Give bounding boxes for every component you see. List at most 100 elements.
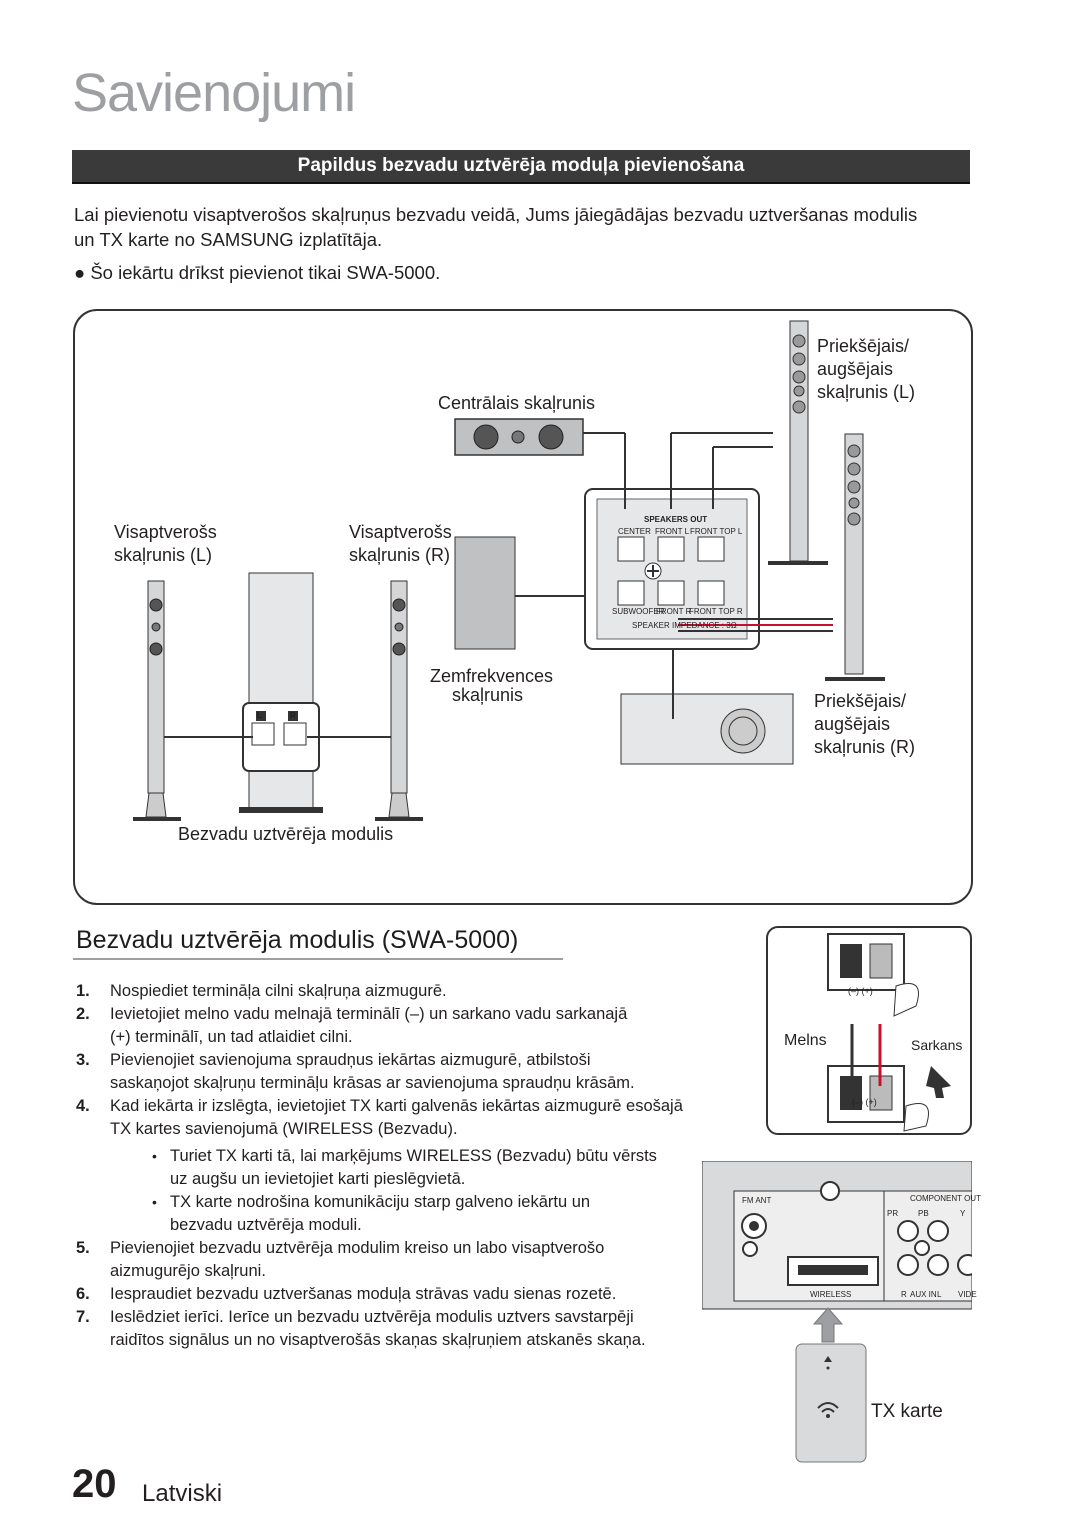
step-4-sub-bullets: • Turiet TX karti tā, lai marķējums WIREL… <box>110 1145 716 1237</box>
intro-line-2: un TX karte no SAMSUNG izplatītāja. <box>74 229 383 250</box>
step-number: 1. <box>76 982 90 1000</box>
step-number: 2. <box>76 1005 90 1023</box>
step-text: Nospiediet termināļa cilni skaļruņa aizm… <box>110 982 447 1000</box>
step-text: raidītos signālus un no visaptverošās sk… <box>110 1331 646 1349</box>
step-7: 7. Ieslēdziet ierīci. Ierīce un bezvadu u… <box>76 1306 716 1352</box>
terminal-illustration <box>827 933 951 1132</box>
y-label: Y <box>960 1209 966 1218</box>
tx-card-label: TX karte <box>871 1401 943 1422</box>
wireless-slot-label: WIRELESS <box>810 1290 852 1299</box>
front-top-right-label-1: Priekšējais/ <box>814 691 907 711</box>
sub-bullet-text: TX karte nodrošina komunikāciju starp ga… <box>170 1193 591 1211</box>
panel-subwoofer-label: SUBWOOFER <box>612 607 665 616</box>
step-text: Ievietojiet melno vadu melnajā terminālī… <box>110 1005 628 1023</box>
terminal-polarity-top: (–) (+) <box>848 986 873 996</box>
heading-underline <box>73 958 563 960</box>
component-out-label: COMPONENT OUT <box>910 1194 981 1203</box>
intro-bullet: ● Šo iekārtu drīkst pievienot tikai SWA-… <box>74 262 441 283</box>
wireless-receiver-module-icon <box>239 572 323 813</box>
intro-line-1: Lai pievienotu visaptverošos skaļruņus b… <box>74 204 918 225</box>
step-1: 1. Nospiediet termināļa cilni skaļruņa ai… <box>76 980 716 1003</box>
module-r-label: R <box>290 711 296 720</box>
step-number: 6. <box>76 1285 90 1303</box>
front-top-left-label-1: Priekšējais/ <box>817 336 910 356</box>
surround-left-speaker-icon <box>133 580 181 821</box>
step-text: TX kartes savienojumā (WIRELESS (Bezvadu… <box>110 1120 458 1138</box>
front-top-right-speaker-icon <box>825 433 885 681</box>
video-label: VIDE <box>958 1290 977 1299</box>
step-text: Kad iekārta ir izslēgta, ievietojiet TX … <box>110 1097 683 1115</box>
step-number: 7. <box>76 1308 90 1326</box>
step-text: Ieslēdziet ierīci. Ierīce un bezvadu uzt… <box>110 1308 634 1326</box>
step-text: (+) terminālī, un tad atlaidiet cilni. <box>110 1028 353 1046</box>
page-number: 20 <box>72 1462 117 1506</box>
connection-diagram <box>73 309 973 905</box>
step-number: 4. <box>76 1097 90 1115</box>
step-5: 5. Pievienojiet bezvadu uztvērēja modulim… <box>76 1237 716 1283</box>
aux-in-label: AUX IN <box>910 1290 937 1299</box>
diagram-illustration <box>133 320 885 821</box>
panel-front-top-l-label: FRONT TOP L <box>690 527 743 536</box>
module-l-label: L <box>257 711 262 720</box>
speaker-wires <box>515 432 833 719</box>
page-title: Savienojumi <box>72 63 356 123</box>
bullet-symbol: • <box>152 1194 157 1210</box>
subwoofer-label-2: skaļrunis <box>452 685 524 705</box>
step-number: 3. <box>76 1051 90 1069</box>
fm-ant-label: FM ANT <box>742 1196 772 1205</box>
terminal-polarity-bottom: (–) (+) <box>852 1097 877 1107</box>
intro-paragraph: Lai pievienotu visaptverošos skaļruņus b… <box>74 202 974 252</box>
step-6: 6. Iespraudiet bezvadu uztveršanas moduļa… <box>76 1283 716 1306</box>
tx-card-illustration <box>795 1307 867 1463</box>
panel-front-l-label: FRONT L <box>655 527 690 536</box>
step-text: saskaņojot skaļruņu termināļu krāsas ar … <box>110 1074 635 1092</box>
surround-right-label-2: skaļrunis (R) <box>349 545 451 565</box>
step-4: 4. Kad iekārta ir izslēgta, ievietojiet T… <box>76 1095 716 1237</box>
front-top-right-label-3: skaļrunis (R) <box>814 737 916 757</box>
sub-bullet-text: bezvadu uztvērēja moduli. <box>170 1216 362 1234</box>
step-number: 5. <box>76 1239 90 1257</box>
language-label: Latviski <box>142 1480 223 1507</box>
section-heading: Papildus bezvadu uztvērēja moduļa pievie… <box>72 150 970 184</box>
wireless-icon <box>817 1402 839 1409</box>
aux-l-label: L <box>937 1290 942 1299</box>
sub-bullet-1: • Turiet TX karti tā, lai marķējums WIREL… <box>142 1145 716 1191</box>
panel-center-label: CENTER <box>618 527 651 536</box>
surround-left-label-2: skaļrunis (L) <box>114 545 213 565</box>
instruction-steps: 1. Nospiediet termināļa cilni skaļruņa ai… <box>76 980 716 1352</box>
insert-arrow-icon <box>812 1307 844 1343</box>
step-text: aizmugurējo skaļruni. <box>110 1262 266 1280</box>
panel-front-top-r-label: FRONT TOP R <box>689 607 743 616</box>
aux-r-label: R <box>901 1290 907 1299</box>
subwoofer-icon <box>454 536 516 650</box>
front-top-left-label-2: augšējais <box>817 359 894 379</box>
step-3: 3. Pievienojiet savienojuma spraudņus iek… <box>76 1049 716 1095</box>
surround-right-label-1: Visaptverošs <box>349 522 452 542</box>
surround-left-label-1: Visaptverošs <box>114 522 217 542</box>
subsection-heading: Bezvadu uztvērēja modulis (SWA-5000) <box>76 926 519 954</box>
rear-panel-illustration <box>702 1161 972 1310</box>
center-speaker-icon <box>454 418 584 456</box>
main-unit-icon <box>620 693 794 765</box>
panel-speakers-out: SPEAKERS OUT <box>644 515 708 524</box>
sub-bullet-text: Turiet TX karti tā, lai marķējums WIRELE… <box>170 1147 657 1165</box>
surround-right-speaker-icon <box>375 580 423 821</box>
step-text: Pievienojiet savienojuma spraudņus iekār… <box>110 1051 591 1069</box>
panel-front-r-label: FRONT R <box>656 607 692 616</box>
step-text: Iespraudiet bezvadu uztveršanas moduļa s… <box>110 1285 617 1303</box>
black-wire-label: Melns <box>784 1032 827 1049</box>
front-top-left-label-3: skaļrunis (L) <box>817 382 916 402</box>
panel-impedance-label: SPEAKER IMPEDANCE : 3Ω <box>632 621 737 630</box>
center-speaker-label: Centrālais skaļrunis <box>438 393 596 413</box>
wireless-module-label: Bezvadu uztvērēja modulis <box>178 824 394 844</box>
front-top-left-speaker-icon <box>768 320 828 565</box>
step-text: Pievienojiet bezvadu uztvērēja modulim k… <box>110 1239 605 1257</box>
terminal-inset <box>766 926 972 1135</box>
front-top-right-label-2: augšējais <box>814 714 891 734</box>
speakers-out-panel <box>584 488 760 650</box>
sub-bullet-text: uz augšu un ievietojiet karti pieslēgvie… <box>170 1170 466 1188</box>
pr-label: PR <box>887 1209 899 1218</box>
bullet-symbol: • <box>152 1148 157 1164</box>
sub-bullet-2: • TX karte nodrošina komunikāciju starp g… <box>142 1191 716 1237</box>
subwoofer-label-1: Zemfrekvences <box>430 666 554 686</box>
